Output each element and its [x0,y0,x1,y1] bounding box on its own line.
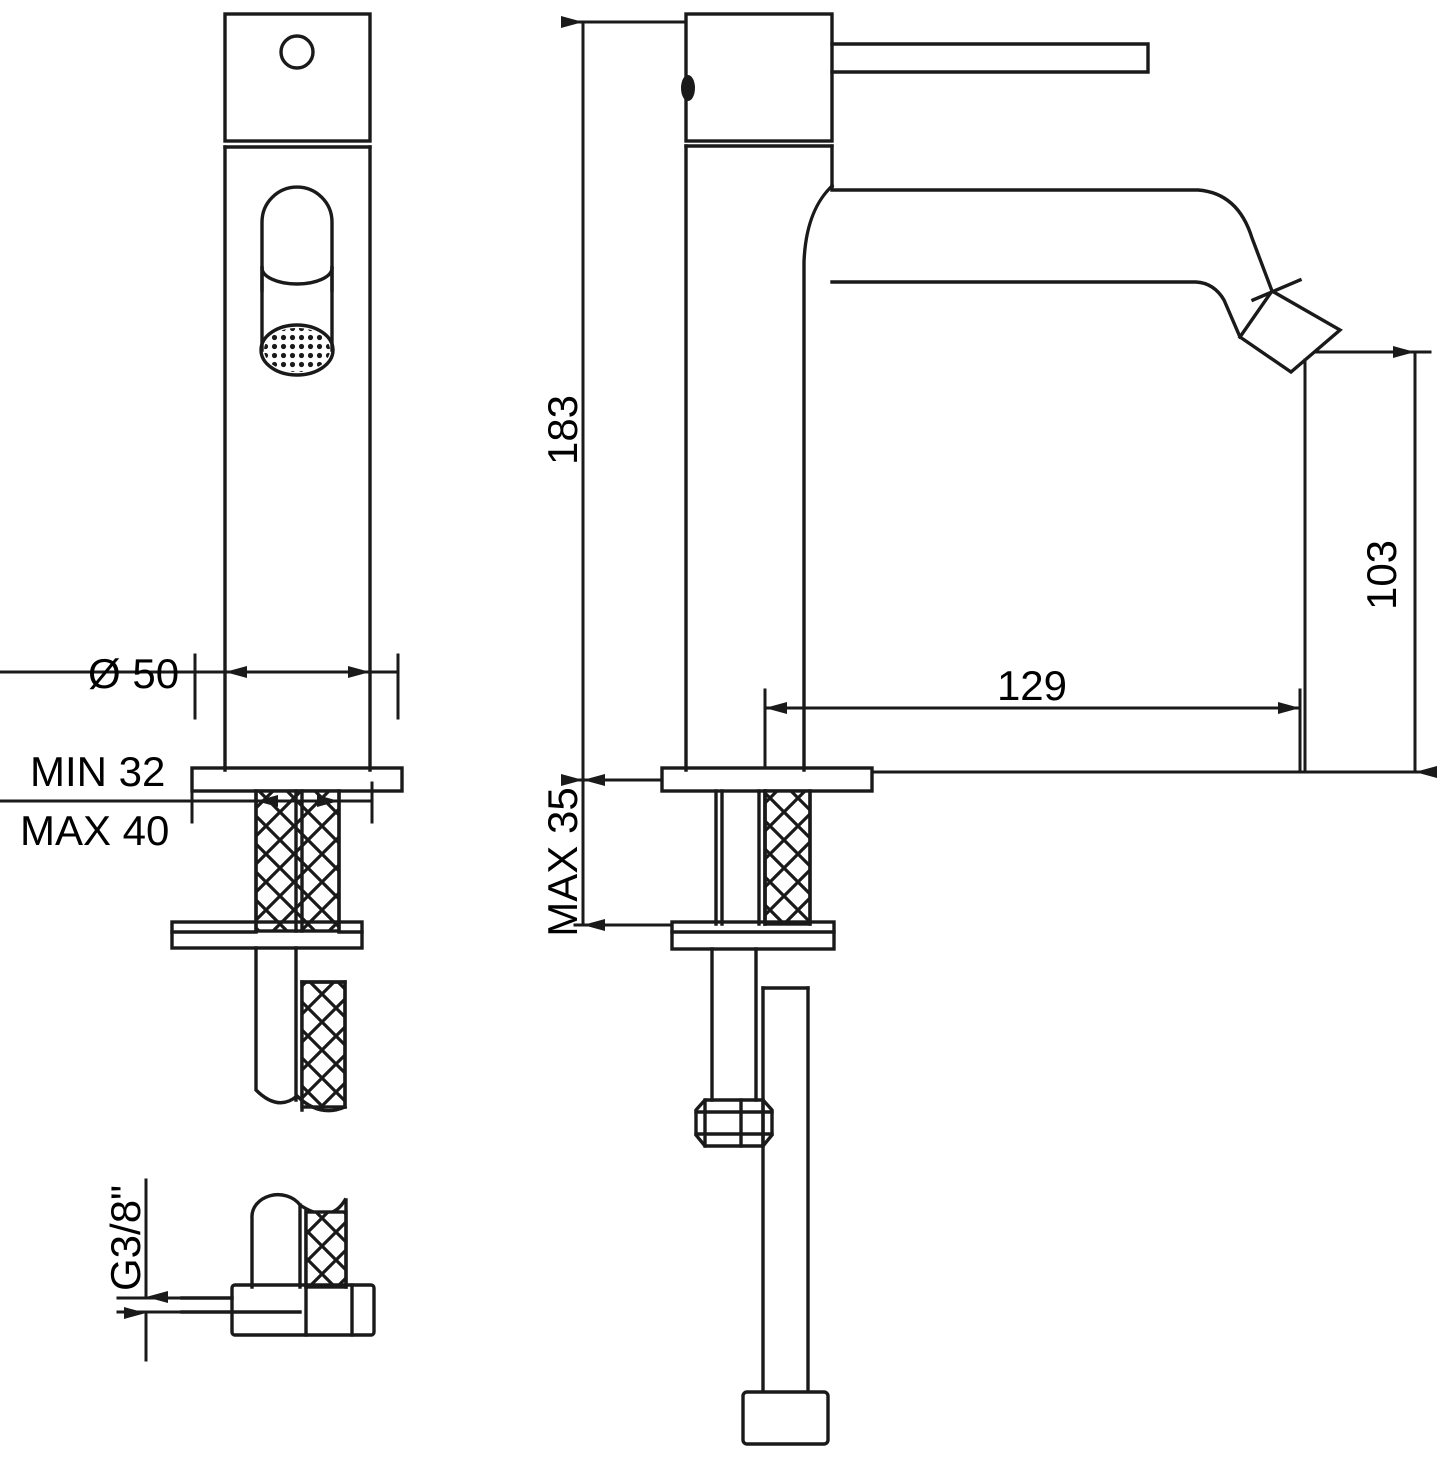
dim-label-max-40: MAX 40 [20,807,169,854]
front-body [223,145,372,772]
dim-thread-g38 [116,1178,184,1362]
dim-label-height-183: 183 [539,395,586,465]
side-body [684,144,834,772]
dim-min32-max40 [0,781,374,824]
dim-spout-height-103 [873,346,1437,778]
front-view [170,12,404,1113]
side-supply-hose [761,986,810,1392]
front-handle-cap [223,12,372,143]
dim-max-35 [561,774,674,931]
side-threaded-shank [763,789,812,926]
side-hose-fitting [741,1390,830,1446]
side-clamp-plate [670,920,836,951]
side-view [660,12,1343,1446]
dimension-lines [0,16,1437,1362]
side-spout [802,183,1343,772]
dim-label-spout-height-103: 103 [1358,540,1405,610]
front-threaded-shank [254,789,341,933]
dim-diameter-50 [0,653,400,720]
dim-label-thread-g38: G3/8" [102,1185,149,1291]
side-deck-flange [660,766,874,793]
dim-height-183 [561,16,688,786]
dim-label-diameter-50: Ø 50 [88,650,179,697]
front-spout [260,185,334,352]
front-lower-shank [254,946,348,1113]
side-tie-rods [714,789,767,926]
dim-label-spout-reach-129: 129 [997,662,1067,709]
front-clamp-plate [170,920,364,950]
dim-label-max-35: MAX 35 [539,787,586,936]
dim-spout-reach-129 [763,688,1302,774]
side-stud [710,947,758,1102]
side-lever-handle [830,42,1150,74]
side-hex-nut [694,1098,774,1148]
front-aerator [259,323,335,377]
connection-detail-view [180,1193,376,1337]
dimension-labels: Ø 50 MIN 32 MAX 40 183 103 129 MAX 35 G3… [20,395,1405,1291]
dim-label-min-32: MIN 32 [30,748,165,795]
side-handle-cap [681,12,834,143]
